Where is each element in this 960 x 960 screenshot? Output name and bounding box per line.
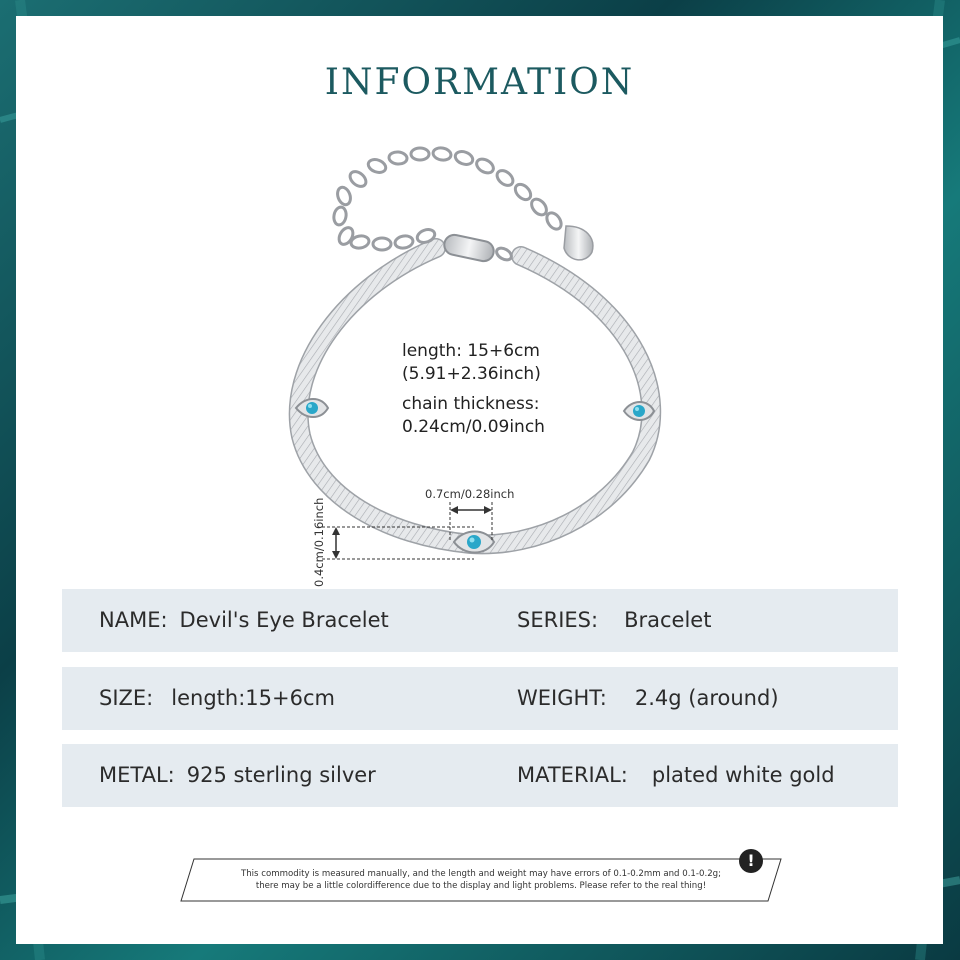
series-field: SERIES: Bracelet [517,589,711,652]
notice-line-1: This commodity is measured manually, and… [240,869,722,879]
material-field: MATERIAL: plated white gold [517,744,835,807]
exclamation-icon: ! [739,849,763,873]
eye-charm-right [622,401,656,421]
name-value: Devil's Eye Bracelet [179,608,389,632]
notice-text: This commodity is measured manually, and… [180,868,782,892]
weight-field: WEIGHT: 2.4g (around) [517,667,779,730]
weight-value: 2.4g (around) [634,686,779,710]
charm-height-label: 0.4cm/0.16inch [312,497,326,587]
info-row-name: NAME: Devil's Eye Bracelet SERIES: Bracele… [62,589,898,652]
chain-tag [563,225,594,261]
weight-label: WEIGHT: [517,686,607,710]
material-label: MATERIAL: [517,763,628,787]
notice-line-2: there may be a little colordifference du… [255,881,707,891]
size-field: SIZE: length:15+6cm [99,667,335,730]
eye-charm-left [294,398,330,418]
length-inch-spec: (5.91+2.36inch) [402,364,541,384]
lobster-clasp [443,233,495,263]
series-value: Bracelet [624,608,712,632]
name-field: NAME: Devil's Eye Bracelet [99,589,389,652]
metal-value: 925 sterling silver [186,763,376,787]
chain-thickness-value: 0.24cm/0.09inch [402,417,545,437]
metal-label: METAL: [99,763,175,787]
content-panel: INFORMATION [16,16,943,944]
metal-field: METAL: 925 sterling silver [99,744,376,807]
dimension-lines [322,502,493,560]
chain-thickness-label: chain thickness: [402,394,540,414]
series-label: SERIES: [517,608,599,632]
name-label: NAME: [99,608,168,632]
info-row-metal: METAL: 925 sterling silver MATERIAL: plate… [62,744,898,807]
info-row-size: SIZE: length:15+6cm WEIGHT: 2.4g (around) [62,667,898,730]
material-value: plated white gold [651,763,835,787]
notice-text-wrap: This commodity is measured manually, and… [180,858,782,902]
bracelet-image [288,146,662,560]
page-title: INFORMATION [324,62,635,103]
extender-chain [332,146,563,262]
charm-width-label: 0.7cm/0.28inch [425,487,515,501]
eye-charm-bottom [452,530,496,554]
notice-box [180,858,782,902]
length-spec: length: 15+6cm [402,341,540,361]
size-value: length:15+6cm [171,686,335,710]
size-label: SIZE: [99,686,154,710]
